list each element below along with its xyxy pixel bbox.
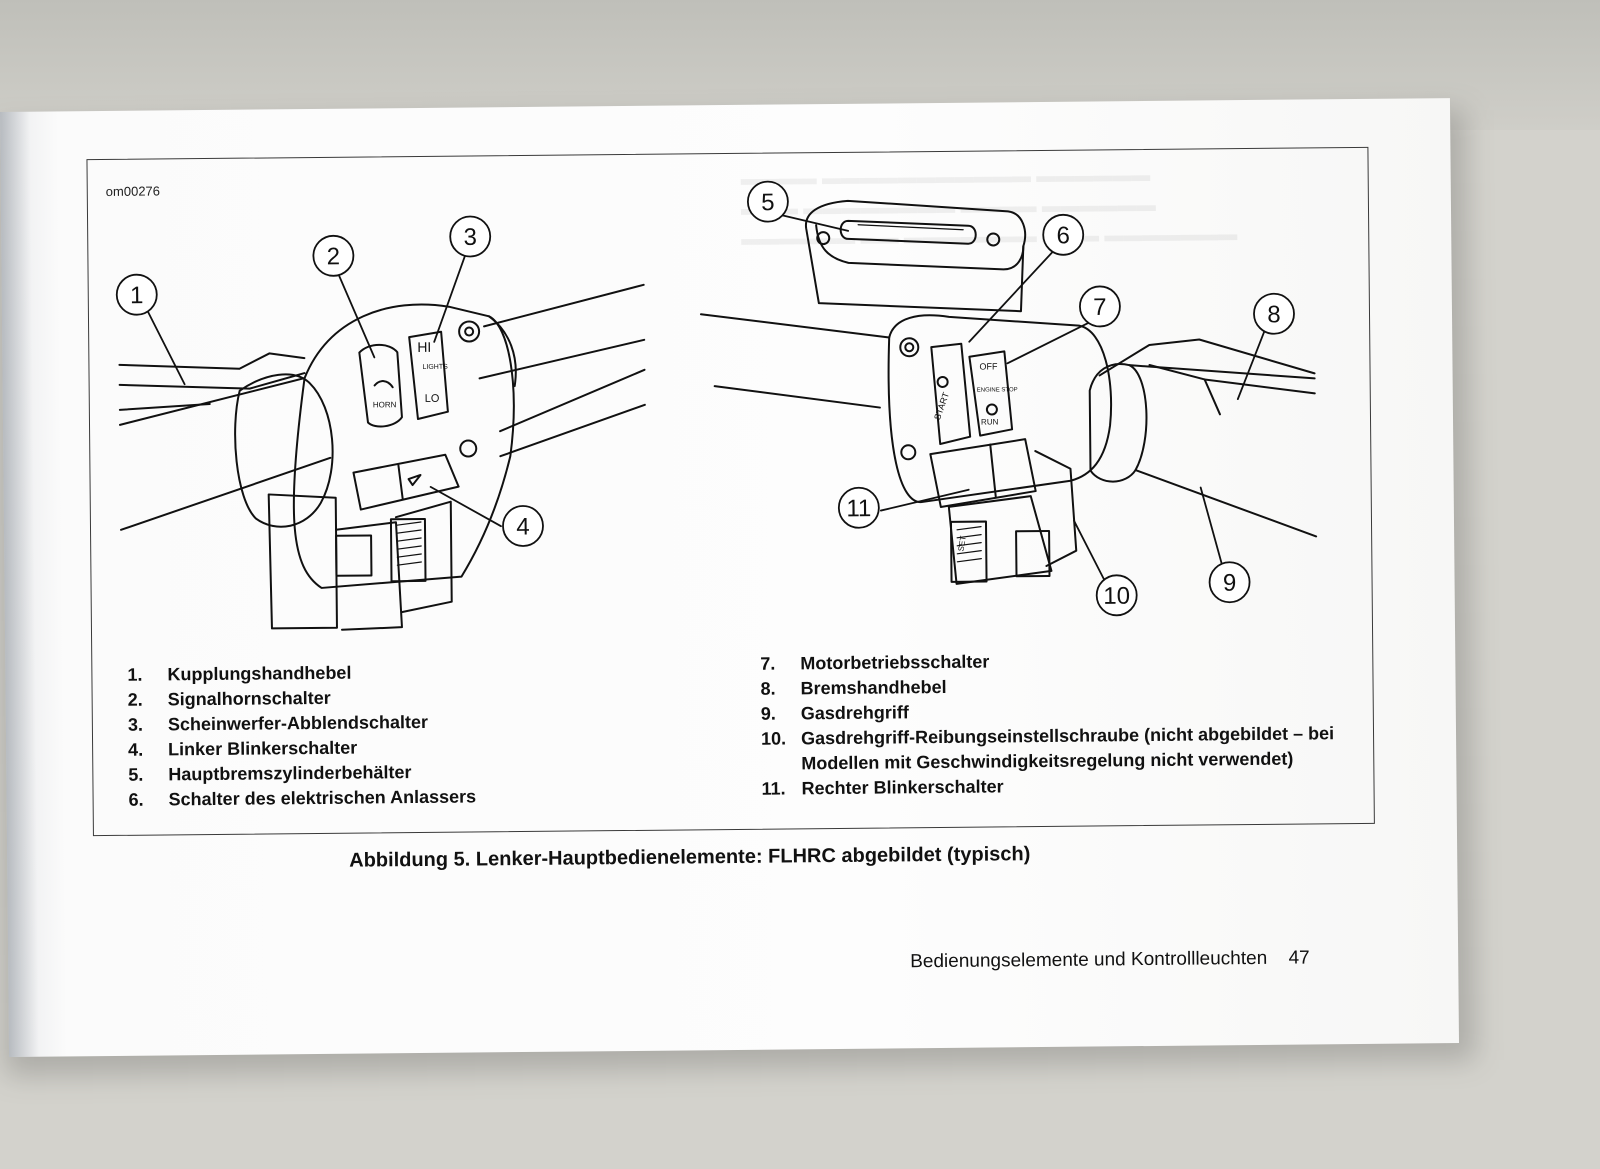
callout-9: 9 bbox=[1223, 570, 1237, 597]
page-footer: Bedienungselemente und Kontrollleuchten … bbox=[910, 947, 1310, 973]
figure-frame: om00276 bbox=[86, 146, 1375, 837]
callout-1: 1 bbox=[130, 282, 144, 309]
callout-2: 2 bbox=[327, 243, 341, 270]
off-label: OFF bbox=[979, 361, 998, 371]
callout-3: 3 bbox=[463, 224, 477, 251]
page-number: 47 bbox=[1288, 947, 1310, 969]
legend-left-list: 1.Kupplungshandhebel 2.Signalhornschalte… bbox=[127, 657, 688, 812]
legend-right-list: 7.Motorbetriebsschalter 8.Bremshandhebel… bbox=[760, 646, 1346, 802]
lever-edge bbox=[118, 402, 211, 411]
callout-leader-lines bbox=[144, 214, 1268, 592]
callout-4: 4 bbox=[516, 513, 530, 540]
run-label: RUN bbox=[981, 417, 999, 426]
engine-stop-label: ENGINE STOP bbox=[977, 387, 1018, 393]
book-page: ▬▬▬▬ ▬▬▬▬▬▬▬▬▬▬▬ ▬▬▬▬▬▬ ▬▬▬ ▬▬▬▬▬▬▬▬ ▬▬▬… bbox=[0, 98, 1460, 1057]
callout-11: 11 bbox=[846, 495, 871, 522]
lights-label: LIGHTS bbox=[422, 364, 448, 371]
callout-7: 7 bbox=[1093, 294, 1107, 321]
legend-item: 10.Gasdrehgriff-Reibungseinstellschraube… bbox=[760, 723, 1335, 774]
hi-label: HI bbox=[417, 339, 431, 355]
figure-caption: Abbildung 5. Lenker-Hauptbedienelemente:… bbox=[349, 843, 1031, 872]
left-handlebar-drawing bbox=[118, 283, 646, 631]
handlebar-controls-illustration: 1 2 3 4 5 6 7 8 9 10 11 HI LIGHTS LO HOR… bbox=[115, 180, 1318, 631]
lo-label: LO bbox=[425, 393, 440, 405]
footer-section-title: Bedienungselemente und Kontrollleuchten bbox=[910, 947, 1268, 973]
right-handlebar-drawing bbox=[699, 199, 1318, 585]
callout-10: 10 bbox=[1103, 583, 1130, 610]
set-label: SET bbox=[956, 535, 967, 552]
horn-label: HORN bbox=[373, 400, 397, 409]
callout-8: 8 bbox=[1267, 301, 1281, 328]
callout-6: 6 bbox=[1056, 222, 1070, 249]
callout-5: 5 bbox=[761, 189, 775, 216]
callout-circles bbox=[115, 180, 1295, 617]
